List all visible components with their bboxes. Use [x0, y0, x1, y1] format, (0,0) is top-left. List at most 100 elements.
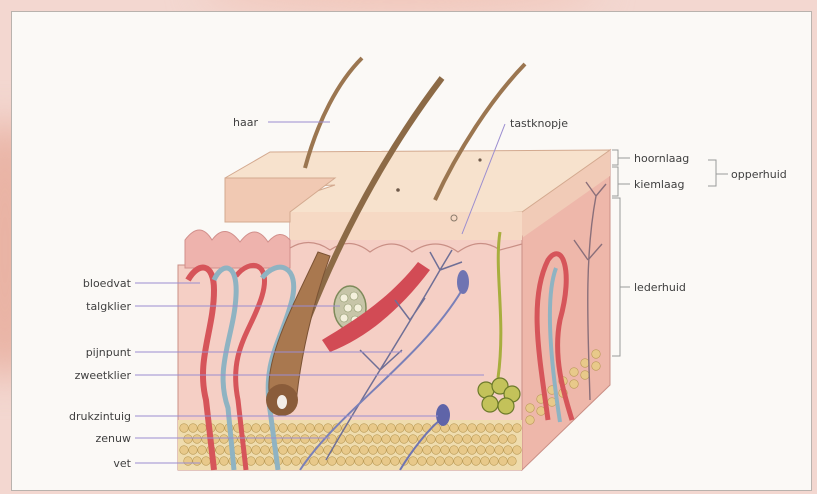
- bracket-kiemlaag: [612, 167, 630, 196]
- fat-cell: [216, 446, 225, 455]
- fat-cell: [450, 424, 459, 433]
- fat-cell: [472, 435, 481, 444]
- fat-cell: [355, 457, 364, 466]
- fat-cell: [220, 457, 229, 466]
- fat-cell: [581, 371, 590, 380]
- fat-cell: [414, 424, 423, 433]
- fat-cell: [409, 457, 418, 466]
- pressure-corpuscle: [436, 404, 450, 426]
- fat-cell: [378, 424, 387, 433]
- label-haar: haar: [233, 116, 258, 129]
- fat-cell: [382, 435, 391, 444]
- fat-cell: [220, 435, 229, 444]
- fat-cell: [463, 435, 472, 444]
- fat-cell: [288, 424, 297, 433]
- dermal-papillae: [185, 230, 290, 268]
- fat-cell: [306, 424, 315, 433]
- fat-cell: [378, 446, 387, 455]
- fat-cell: [180, 446, 189, 455]
- fat-cell: [481, 457, 490, 466]
- fat-cell: [396, 424, 405, 433]
- fat-cell: [279, 446, 288, 455]
- bracket-opperhuid: [708, 160, 728, 186]
- fat-cell: [472, 457, 481, 466]
- fat-cell: [247, 457, 256, 466]
- fat-cell: [526, 416, 535, 425]
- fat-cell: [193, 435, 202, 444]
- fat-cell: [328, 435, 337, 444]
- fat-cell: [477, 446, 486, 455]
- fat-cell: [504, 446, 513, 455]
- fat-cell: [265, 457, 274, 466]
- label-pijnpunt: pijnpunt: [86, 346, 132, 359]
- fat-cell: [423, 446, 432, 455]
- fat-cell: [261, 446, 270, 455]
- fat-cell: [486, 446, 495, 455]
- fat-cell: [570, 380, 579, 389]
- label-zweetklier: zweetklier: [75, 369, 132, 382]
- fat-cell: [310, 457, 319, 466]
- fat-cell: [288, 446, 297, 455]
- fat-cell: [351, 446, 360, 455]
- fat-cell: [360, 424, 369, 433]
- fat-cell: [297, 446, 306, 455]
- fat-cell: [513, 446, 522, 455]
- fat-cell: [459, 424, 468, 433]
- fat-cell: [427, 457, 436, 466]
- fat-cell: [409, 435, 418, 444]
- fat-cell: [202, 457, 211, 466]
- fat-cell: [279, 424, 288, 433]
- fat-cell: [346, 435, 355, 444]
- fat-cell: [198, 424, 207, 433]
- fat-cell: [193, 457, 202, 466]
- fat-cell: [261, 424, 270, 433]
- fat-cell: [454, 435, 463, 444]
- bracket-hoornlaag: [612, 150, 630, 165]
- fat-cell: [432, 446, 441, 455]
- label-talgklier: talgklier: [86, 300, 131, 313]
- fat-cell: [328, 457, 337, 466]
- fat-cell: [526, 404, 535, 413]
- fat-cell: [382, 457, 391, 466]
- fat-cell: [468, 446, 477, 455]
- fat-cell: [256, 457, 265, 466]
- label-zenuw: zenuw: [96, 432, 131, 445]
- touch-corpuscle: [457, 270, 469, 294]
- fat-cell: [391, 435, 400, 444]
- fat-cell: [490, 457, 499, 466]
- fat-cell: [310, 435, 319, 444]
- label-vet: vet: [113, 457, 131, 470]
- fat-cell: [436, 435, 445, 444]
- fat-cell: [508, 457, 517, 466]
- fat-cell: [450, 446, 459, 455]
- fat-cell: [387, 446, 396, 455]
- fat-cell: [346, 457, 355, 466]
- fat-cell: [292, 457, 301, 466]
- bracket-lederhuid: [612, 198, 630, 356]
- fat-cell: [351, 424, 360, 433]
- fat-cell: [513, 424, 522, 433]
- fat-cell: [499, 435, 508, 444]
- fat-cell: [486, 424, 495, 433]
- label-drukzintuig: drukzintuig: [69, 410, 131, 423]
- epidermis-front-band: [290, 212, 522, 240]
- fat-cell: [297, 424, 306, 433]
- fat-cell: [400, 435, 409, 444]
- fat-cell: [315, 424, 324, 433]
- surface-pore-2: [478, 158, 481, 161]
- surface-pore: [396, 188, 400, 192]
- fat-cell: [481, 435, 490, 444]
- fat-cell: [369, 446, 378, 455]
- fat-cell: [454, 457, 463, 466]
- fat-cell: [432, 424, 441, 433]
- label-kiemlaag: kiemlaag: [634, 178, 684, 191]
- fat-cell: [360, 446, 369, 455]
- label-lederhuid: lederhuid: [634, 281, 686, 294]
- fat-cell: [184, 435, 193, 444]
- fat-cell: [499, 457, 508, 466]
- fat-cell: [283, 435, 292, 444]
- fat-cell: [508, 435, 517, 444]
- label-opperhuid: opperhuid: [731, 168, 787, 181]
- fat-cell: [292, 435, 301, 444]
- fat-cell: [570, 368, 579, 377]
